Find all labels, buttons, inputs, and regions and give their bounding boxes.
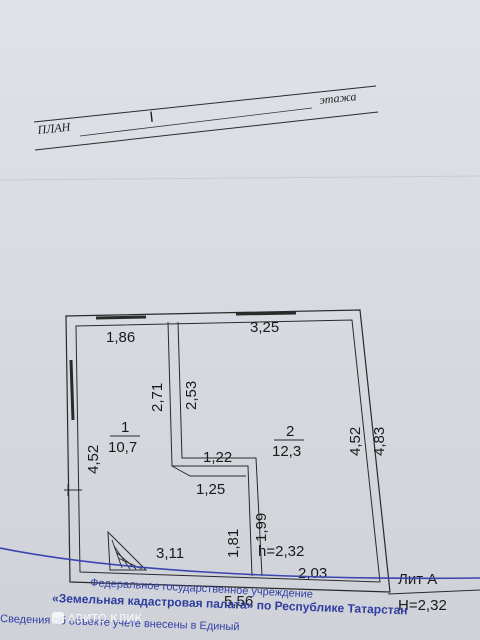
floor-number: I (149, 109, 155, 126)
dim-corridor-b: 1,99 (253, 513, 270, 542)
room1-number: 1 (121, 419, 129, 436)
dim-overall-width: 5,56 (224, 593, 253, 610)
dim-overall-height: 4,83 (371, 427, 388, 456)
niche-wall (171, 465, 246, 477)
partition-wall-a (167, 321, 253, 577)
dim-corridor-a: 1,81 (225, 529, 242, 558)
watermark-text: АВИТО КЛИК (68, 612, 142, 625)
partition-wall-b (177, 321, 263, 577)
dim-top-left: 1,86 (106, 329, 135, 346)
lit-label: Лит А (398, 571, 437, 588)
outer-wall (65, 309, 391, 593)
room1-area: 10,7 (108, 439, 137, 456)
window-top-right (235, 311, 297, 316)
watermark-logo (52, 612, 64, 624)
dim-stair: 3,11 (156, 545, 184, 562)
dimension-labels: 1,86 3,25 2,71 2,53 4,52 4,52 4,83 1,22 … (85, 319, 388, 610)
lit-block: Лит А H=2,32 (387, 571, 480, 614)
dim-ceiling-height: h=2,32 (258, 543, 304, 560)
dim-room2-partition: 2,53 (183, 381, 200, 410)
dim-room2-height: 4,52 (347, 427, 364, 456)
room2-area: 12,3 (272, 443, 301, 460)
dim-niche-bottom: 1,25 (196, 481, 225, 498)
dim-room1-height: 4,52 (85, 445, 102, 474)
walls (64, 309, 391, 593)
room-labels: 1 10,7 2 12,3 (108, 419, 304, 460)
dim-top-right: 3,25 (250, 319, 279, 336)
watermark: АВИТО КЛИК (52, 612, 142, 625)
plan-title-block: ПЛАН I этажа (33, 85, 379, 151)
plan-label: ПЛАН (36, 119, 72, 137)
dim-bottom-right: 2,03 (298, 565, 327, 582)
floor-label: этажа (319, 89, 357, 107)
dim-room1-partition: 2,71 (149, 383, 166, 412)
dim-niche-top: 1,22 (203, 449, 232, 466)
window-left (69, 359, 75, 421)
lit-height: H=2,32 (398, 597, 447, 614)
window-top-left (95, 315, 147, 320)
room2-number: 2 (286, 423, 294, 440)
